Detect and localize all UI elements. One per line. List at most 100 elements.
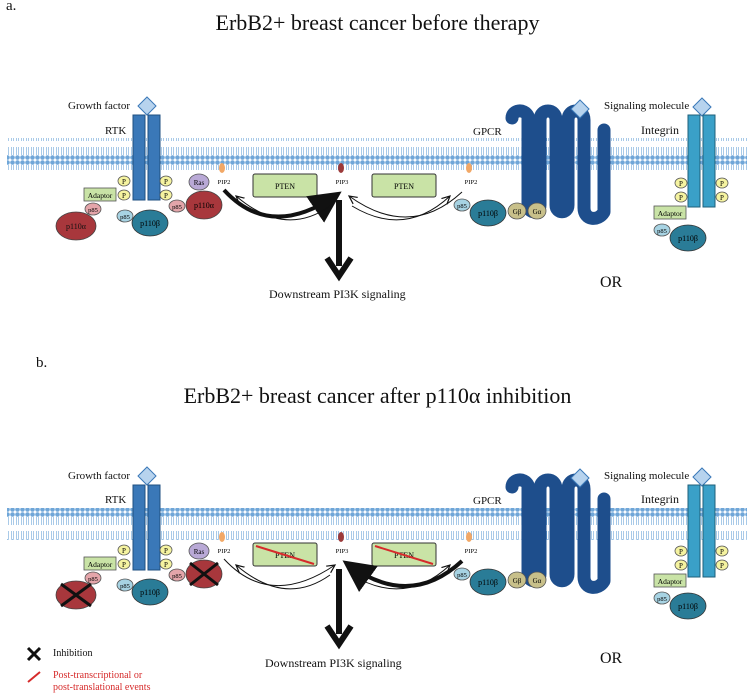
svg-text:p85: p85 xyxy=(657,228,667,235)
svg-text:p110α: p110α xyxy=(66,222,87,231)
svg-text:p110β: p110β xyxy=(140,588,160,597)
svg-text:p85: p85 xyxy=(120,214,130,221)
pip2-to-pip3-arrow-left-b xyxy=(223,558,335,586)
svg-text:p110β: p110β xyxy=(140,219,160,228)
svg-text:Adaptor: Adaptor xyxy=(658,577,683,586)
legend-inhibition-x-icon xyxy=(26,646,42,662)
pten-right-downregulation-mark-b xyxy=(374,545,434,565)
rtk-left-chain-b xyxy=(132,484,146,571)
ras-a xyxy=(188,173,210,191)
p85-integrin-b xyxy=(653,591,671,605)
downstream-label-a: Downstream PI3K signaling xyxy=(269,287,406,301)
downstream-arrow-head-b xyxy=(324,624,354,650)
integrin-left-chain-a xyxy=(687,114,701,208)
ras-b xyxy=(188,542,210,560)
svg-text:p110β: p110β xyxy=(678,234,698,243)
svg-text:Gα: Gα xyxy=(533,208,542,216)
integrin-label-b: Integrin xyxy=(641,492,679,506)
svg-text:P: P xyxy=(164,178,168,186)
adaptor-box-b xyxy=(83,556,117,571)
or-label-a: OR xyxy=(600,274,623,291)
gpcr-b xyxy=(505,473,611,594)
growth-factor-label-b: Growth factor xyxy=(68,470,131,482)
integrin-adaptor-a xyxy=(653,205,687,220)
svg-text:Adaptor: Adaptor xyxy=(88,560,113,569)
galpha-a xyxy=(527,202,547,220)
panel-a-title: ErbB2+ breast cancer before therapy xyxy=(215,10,540,35)
legend-post-events-line1: Post-transcriptional or xyxy=(53,670,143,681)
pten-left-downregulation-mark-b xyxy=(255,545,315,565)
legend-post-events-line2: post-translational events xyxy=(53,682,151,693)
rtk-right-chain-a xyxy=(147,114,161,201)
svg-text:PIP3: PIP3 xyxy=(336,548,349,555)
phospho-group-b: P P P P xyxy=(117,544,173,570)
svg-text:p110β: p110β xyxy=(478,209,498,218)
pip2-to-pip3-arrow-left-a xyxy=(222,188,342,223)
pip2-right-label-a: PIP2 xyxy=(465,179,478,186)
svg-text:P: P xyxy=(679,548,683,556)
p110b-integrin-a xyxy=(669,224,707,252)
panel-b: P P P P Adaptor p85 p85 p110β Ras p85 PI… xyxy=(7,466,747,650)
gbeta-a xyxy=(507,202,527,220)
panel-a-letter: a. xyxy=(6,0,17,14)
pten-right-label-a: PTEN xyxy=(394,182,414,191)
signaling-molecule-label-a: Signaling molecule xyxy=(604,100,690,112)
svg-text:P: P xyxy=(679,180,683,188)
rtk-left-chain-a xyxy=(132,114,146,201)
svg-text:P: P xyxy=(720,548,724,556)
pten-right-box-a xyxy=(371,173,437,198)
svg-text:p110β: p110β xyxy=(478,578,498,587)
pip3-to-pip2-arrow-right-b xyxy=(351,565,450,590)
integrin-ligand-diamond-b xyxy=(692,467,712,487)
pten-left-label-a: PTEN xyxy=(275,182,295,191)
svg-text:P: P xyxy=(164,561,168,569)
svg-text:p85: p85 xyxy=(457,203,467,210)
svg-text:Gβ: Gβ xyxy=(513,208,522,216)
inhibition-x-icon-right-b xyxy=(189,561,219,587)
svg-text:p85: p85 xyxy=(120,583,130,590)
svg-text:p85: p85 xyxy=(88,207,98,214)
svg-text:P: P xyxy=(679,194,683,202)
svg-text:P: P xyxy=(679,562,683,570)
panel-b-letter: b. xyxy=(36,355,48,371)
pip3-label-a: PIP3 xyxy=(336,179,349,186)
gbeta-b xyxy=(507,571,527,589)
svg-text:Gβ: Gβ xyxy=(513,577,522,585)
rtk-right-chain-b xyxy=(147,484,161,571)
integrin-label-a: Integrin xyxy=(641,123,679,137)
svg-text:P: P xyxy=(164,547,168,555)
cell-membrane-a xyxy=(7,138,747,170)
p110b-rtk-a xyxy=(131,209,169,237)
gpcr-label-b: GPCR xyxy=(473,495,502,507)
svg-text:P: P xyxy=(720,194,724,202)
p110b-rtk-b xyxy=(131,578,169,606)
p85-gpcr-a xyxy=(453,198,471,212)
integrin-left-chain-b xyxy=(687,484,701,578)
integrin-right-chain-a xyxy=(702,114,716,208)
svg-text:PIP2: PIP2 xyxy=(218,548,231,555)
svg-text:p85: p85 xyxy=(657,596,667,603)
or-label-b: OR xyxy=(600,650,623,667)
growth-factor-diamond-b xyxy=(137,466,157,486)
signaling-molecule-label-b: Signaling molecule xyxy=(604,470,690,482)
pip2-right-marker-a xyxy=(466,163,472,173)
pip2-left-marker-a xyxy=(219,163,225,173)
svg-text:p85: p85 xyxy=(457,572,467,579)
growth-factor-diamond-a xyxy=(137,96,157,116)
p110a-left-a xyxy=(55,211,97,241)
svg-text:p85: p85 xyxy=(172,204,182,211)
phospho-group-a: P P P P xyxy=(117,175,173,201)
signaling-molecule-diamond-a xyxy=(570,99,590,119)
panel-b-title: ErbB2+ breast cancer after p110α inhibit… xyxy=(183,383,572,408)
adaptor-box-a xyxy=(83,187,117,202)
p85-right-a xyxy=(168,199,186,213)
svg-text:Ras: Ras xyxy=(194,548,205,556)
svg-text:P: P xyxy=(122,547,126,555)
svg-text:p85: p85 xyxy=(172,573,182,580)
rtk-label-b: RTK xyxy=(105,494,127,506)
signaling-molecule-diamond-b xyxy=(570,468,590,488)
rtk-label-a: RTK xyxy=(105,125,127,137)
svg-text:P: P xyxy=(720,180,724,188)
adaptor-label-a: Adaptor xyxy=(88,191,113,200)
